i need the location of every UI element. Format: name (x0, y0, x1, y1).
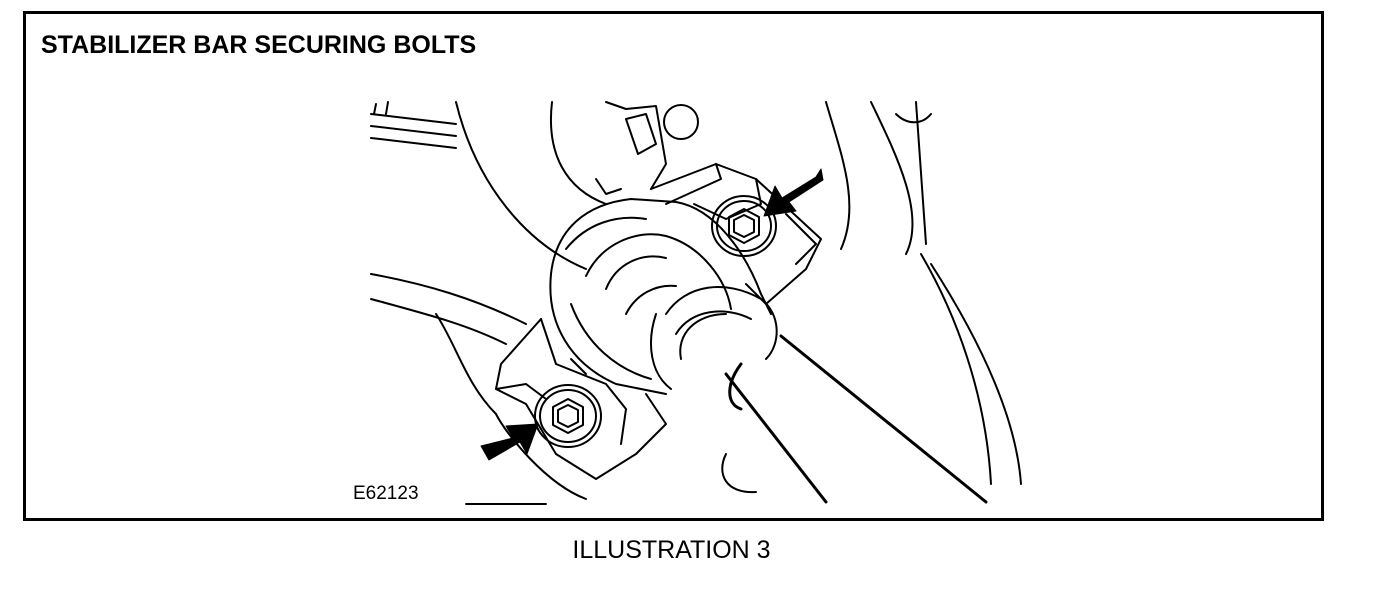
stabilizer-bar-drawing (370, 101, 1022, 505)
figure-title: STABILIZER BAR SECURING BOLTS (41, 31, 477, 59)
figure-caption: ILLUSTRATION 3 (572, 536, 771, 564)
arrow-icon (763, 168, 824, 217)
upper-bolt (711, 195, 777, 257)
lower-bolt (534, 384, 602, 448)
background-housing (370, 101, 1022, 505)
lower-clamp-bracket (495, 318, 667, 480)
reference-code: E62123 (353, 483, 419, 504)
bushing (549, 198, 778, 395)
upper-clamp-bracket (650, 163, 822, 305)
stabilizer-bar-shaft (724, 334, 988, 504)
arrow-icon (480, 423, 539, 461)
illustration-frame: STABILIZER BAR SECURING BOLTS (23, 11, 1324, 521)
